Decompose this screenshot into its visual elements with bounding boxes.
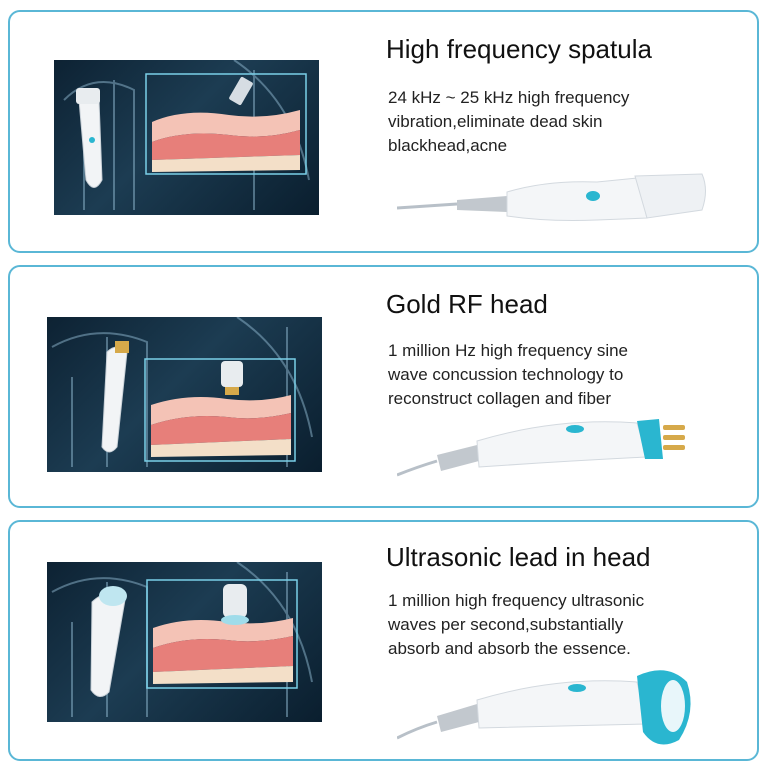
description-line: reconstruct collagen and fiber: [388, 389, 612, 408]
gold-rf-device-image: [397, 419, 685, 477]
feature-description: 1 million high frequency ultrasonic wave…: [388, 589, 738, 661]
description-line: blackhead,acne: [388, 136, 508, 155]
feature-card-gold-rf: Gold RF head 1 million Hz high frequency…: [8, 265, 759, 508]
spatula-device-image: [397, 173, 706, 221]
description-line: absorb and absorb the essence.: [388, 639, 631, 658]
rf-treatment-photo: [47, 317, 322, 472]
ultrasonic-treatment-photo: [47, 562, 322, 722]
feature-description: 24 kHz ~ 25 kHz high frequency vibration…: [388, 86, 738, 158]
feature-card-spatula: High frequency spatula 24 kHz ~ 25 kHz h…: [8, 10, 759, 253]
description-line: vibration,eliminate dead skin: [388, 112, 603, 131]
feature-description: 1 million Hz high frequency sine wave co…: [388, 339, 738, 411]
feature-title: High frequency spatula: [386, 34, 652, 64]
description-line: 24 kHz ~ 25 kHz high frequency: [388, 88, 630, 107]
description-line: waves per second,substantially: [388, 615, 624, 634]
description-line: 1 million Hz high frequency sine: [388, 341, 629, 360]
feature-card-ultrasonic: Ultrasonic lead in head 1 million high f…: [8, 520, 759, 761]
feature-title: Ultrasonic lead in head: [386, 542, 651, 572]
feature-title: Gold RF head: [386, 289, 548, 319]
spatula-treatment-photo: [54, 60, 319, 215]
description-line: 1 million high frequency ultrasonic: [388, 591, 645, 610]
description-line: wave concussion technology to: [388, 365, 624, 384]
ultrasonic-device-image: [397, 670, 691, 745]
